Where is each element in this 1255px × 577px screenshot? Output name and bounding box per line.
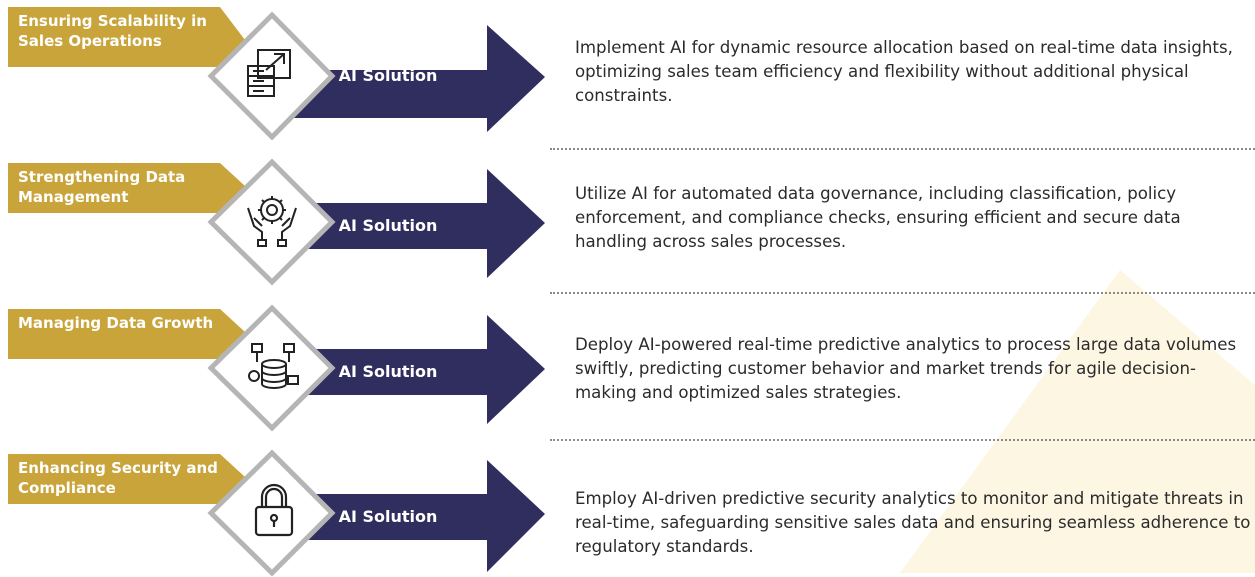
row-divider xyxy=(550,292,1255,294)
ai-solution-label: AI Solution xyxy=(338,507,438,526)
row-divider xyxy=(550,439,1255,441)
database-network-icon xyxy=(248,343,299,389)
challenge-title: Ensuring Scalability in Sales Operations xyxy=(18,12,207,50)
challenge-title: Strengthening Data Management xyxy=(18,168,186,206)
challenge-row-3: Managing Data Growth AI Solution Deploy … xyxy=(0,292,1255,432)
solution-description: Utilize AI for automated data governance… xyxy=(575,184,1181,251)
padlock-icon xyxy=(254,483,294,537)
ai-solution-label: AI Solution xyxy=(338,362,438,381)
server-scale-icon xyxy=(247,49,291,97)
solution-description: Implement AI for dynamic resource alloca… xyxy=(575,38,1233,105)
row-divider xyxy=(550,148,1255,150)
challenge-row-1: Ensuring Scalability in Sales Operations… xyxy=(0,0,1255,140)
row-graphic xyxy=(8,304,545,432)
challenge-row-4: Enhancing Security and Compliance AI Sol… xyxy=(0,437,1255,577)
hands-gear-icon xyxy=(247,196,297,247)
challenge-title: Managing Data Growth xyxy=(18,314,214,332)
ai-solution-label: AI Solution xyxy=(338,216,438,235)
solution-description: Deploy AI-powered real-time predictive a… xyxy=(575,335,1237,402)
solution-description: Employ AI-driven predictive security ana… xyxy=(575,489,1251,556)
challenge-row-2: Strengthening Data Management AI Solutio… xyxy=(0,146,1255,286)
ai-solution-label: AI Solution xyxy=(338,66,438,85)
challenge-title: Enhancing Security and Compliance xyxy=(18,459,218,497)
row-graphic xyxy=(8,449,545,577)
